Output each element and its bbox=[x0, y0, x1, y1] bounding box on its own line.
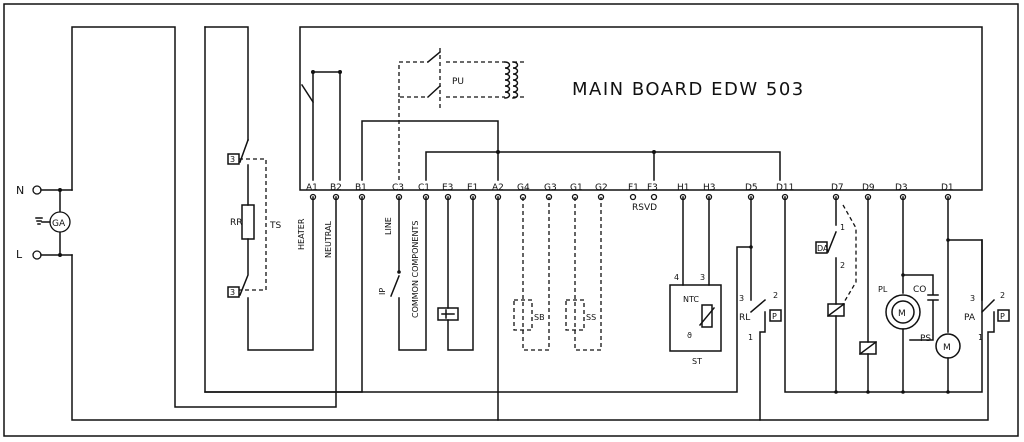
rl-p-box: P bbox=[772, 312, 777, 321]
ip-e3-components: IP bbox=[378, 196, 474, 351]
terminal-d9: D9 bbox=[862, 183, 875, 193]
rsvd-label: RSVD bbox=[632, 203, 657, 213]
pa-pin-2: 2 bbox=[1000, 291, 1005, 300]
st-pin-3: 3 bbox=[700, 273, 705, 282]
pl-m-label: M bbox=[898, 309, 906, 319]
da-label: DA bbox=[817, 244, 829, 253]
ps-pa: M PS 3 2 1 PA P bbox=[759, 196, 1010, 421]
terminal-g4: G4 bbox=[517, 183, 530, 193]
n-label: N bbox=[16, 184, 24, 197]
pl-label: PL bbox=[878, 285, 888, 294]
terminal-c1: C1 bbox=[418, 183, 430, 193]
terminal-b1: B1 bbox=[355, 183, 367, 193]
st-ntc-symbol: ϑ bbox=[687, 331, 692, 340]
sb-label: SB bbox=[534, 313, 545, 322]
rl-pin-3: 3 bbox=[739, 294, 744, 303]
terminal-f3: F3 bbox=[647, 183, 658, 193]
ps-m-label: M bbox=[943, 343, 951, 353]
common-components-label: COMMON COMPONENTS bbox=[411, 221, 420, 318]
d9-valve bbox=[858, 196, 878, 393]
rr-ts-branch: 3 3 RR TS bbox=[204, 26, 363, 393]
pu-label: PU bbox=[452, 77, 464, 87]
neutral-label: NEUTRAL bbox=[324, 221, 333, 258]
line-label: LINE bbox=[384, 217, 393, 235]
l-label: L bbox=[16, 248, 23, 261]
rr-resistor bbox=[241, 204, 255, 240]
terminal-c3: C3 bbox=[392, 183, 404, 193]
board-internal-wiring: PU bbox=[300, 48, 781, 181]
pa-label: PA bbox=[964, 313, 976, 323]
board-title: MAIN BOARD EDW 503 bbox=[572, 79, 805, 100]
sb-ss-sensors: SB SS bbox=[513, 197, 602, 351]
mains-input: N L GA bbox=[16, 26, 499, 421]
ntc-label: NTC bbox=[683, 295, 699, 304]
rl-switch: 3 2 1 RL P bbox=[204, 196, 782, 421]
pa-pin-3: 3 bbox=[970, 294, 975, 303]
vertical-labels: HEATER NEUTRAL LINE COMMON COMPONENTS bbox=[297, 217, 420, 318]
co-label: CO bbox=[913, 285, 926, 295]
terminal-h1: H1 bbox=[677, 183, 690, 193]
terminal-e1: E1 bbox=[467, 183, 478, 193]
main-board-box: MAIN BOARD EDW 503 bbox=[299, 26, 983, 191]
st-ntc-module: 4 3 NTC ϑ ST bbox=[669, 196, 722, 366]
ga-label: GA bbox=[52, 219, 66, 229]
heater-label: HEATER bbox=[297, 218, 306, 250]
terminal-d3: D3 bbox=[895, 183, 908, 193]
terminal-h3: H3 bbox=[703, 183, 716, 193]
da-valve: DA 1 2 bbox=[815, 196, 857, 393]
terminal-g2: G2 bbox=[595, 183, 608, 193]
terminal-g1: G1 bbox=[570, 183, 583, 193]
terminal-a1: A1 bbox=[306, 183, 318, 193]
terminal-d11: D11 bbox=[776, 183, 794, 193]
rr-label: RR bbox=[230, 218, 243, 228]
terminal-circles bbox=[309, 193, 952, 201]
st-pin-4: 4 bbox=[674, 273, 679, 282]
da-pin-2: 2 bbox=[840, 261, 845, 270]
ss-label: SS bbox=[586, 313, 596, 322]
terminal-b2: B2 bbox=[330, 183, 342, 193]
terminal-d5: D5 bbox=[745, 183, 758, 193]
terminal-d1: D1 bbox=[941, 183, 954, 193]
ts-label: TS bbox=[269, 221, 281, 231]
pa-p-box: P bbox=[1000, 312, 1005, 321]
svg-text:3: 3 bbox=[230, 288, 235, 297]
d11-return bbox=[784, 196, 983, 394]
outer-frame bbox=[3, 3, 1019, 437]
pl-motor: CO M PL bbox=[878, 196, 939, 393]
e3-component bbox=[437, 307, 459, 321]
st-box bbox=[669, 284, 722, 352]
rl-label: RL bbox=[739, 313, 750, 323]
pa-pin-1: 1 bbox=[978, 333, 983, 342]
svg-text:3: 3 bbox=[230, 155, 235, 164]
terminal-labels: A1 B2 B1 C3 C1 E3 E1 A2 G4 G3 G1 G2 F1 F… bbox=[306, 183, 954, 193]
ip-label: IP bbox=[378, 288, 387, 295]
terminal-g3: G3 bbox=[544, 183, 557, 193]
st-label: ST bbox=[692, 357, 702, 366]
terminal-f1: F1 bbox=[628, 183, 639, 193]
ps-label: PS bbox=[920, 334, 931, 344]
terminal-e3: E3 bbox=[442, 183, 453, 193]
terminal-d7: D7 bbox=[831, 183, 844, 193]
da-pin-1: 1 bbox=[840, 223, 845, 232]
rl-pin-2: 2 bbox=[773, 291, 778, 300]
terminal-a2: A2 bbox=[492, 183, 504, 193]
rl-pin-1: 1 bbox=[748, 333, 753, 342]
